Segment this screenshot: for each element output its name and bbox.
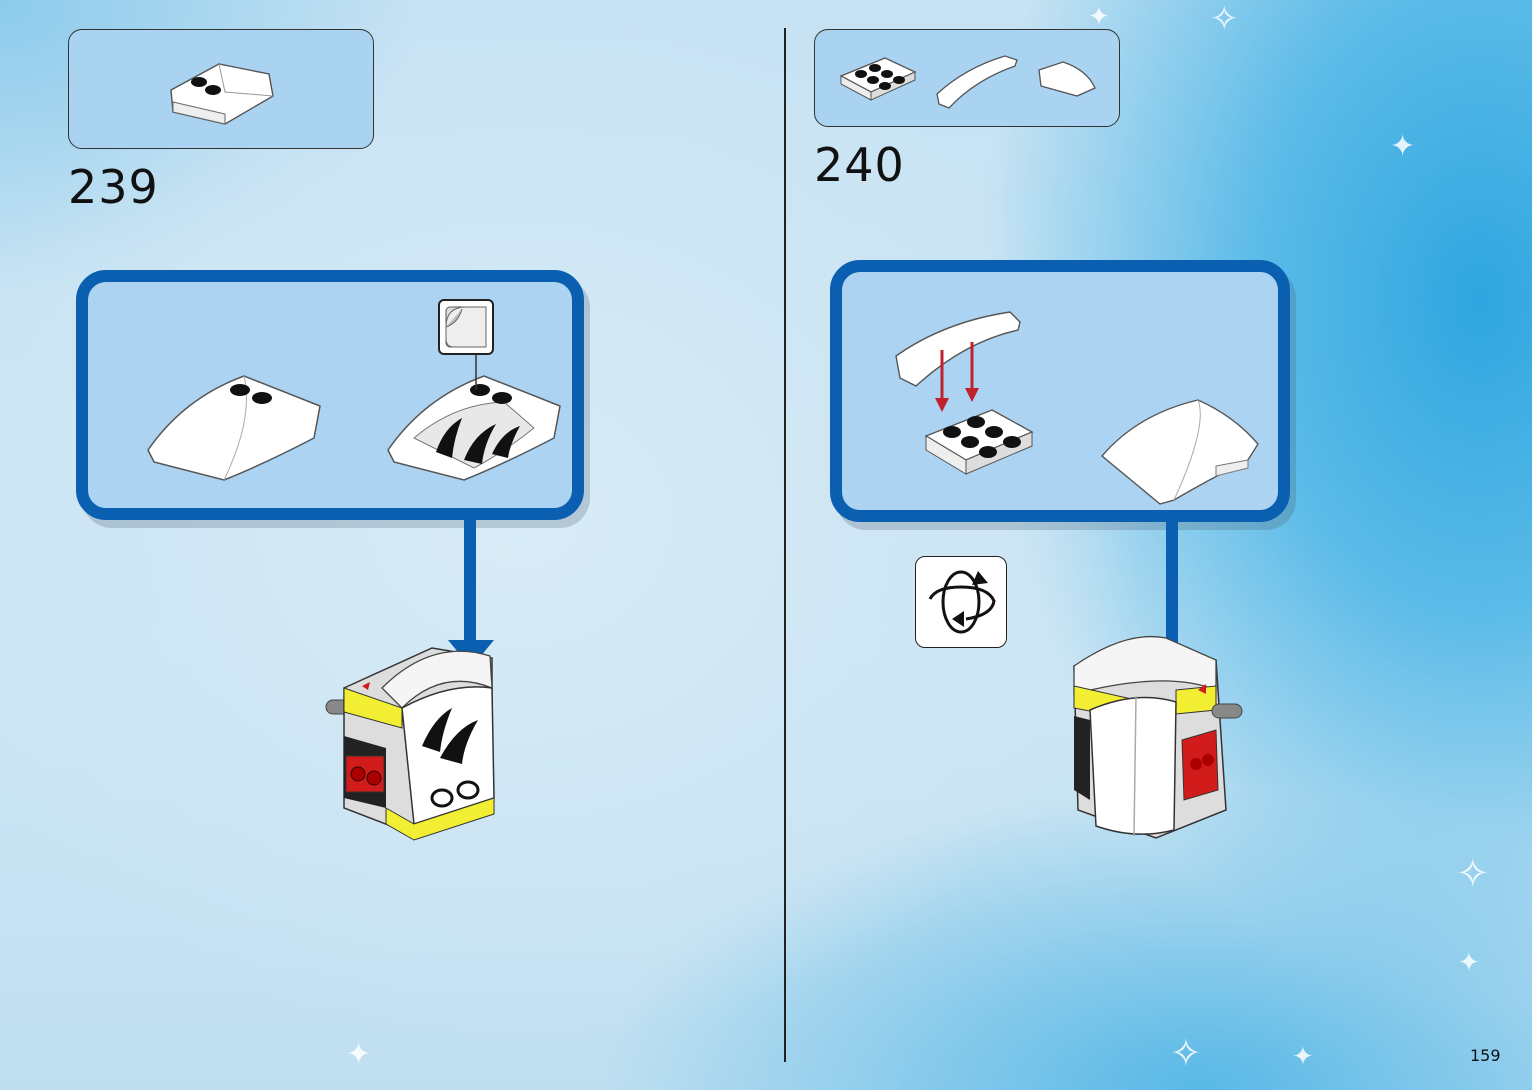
rotate-model-icon [915, 556, 1007, 648]
star-decoration: ✧ [1170, 1034, 1202, 1072]
sub-assembly-frame-239 [76, 270, 584, 520]
step-number-239: 239 [68, 160, 159, 214]
star-decoration: ✦ [1458, 950, 1480, 976]
page-number: 159 [1470, 1046, 1501, 1065]
parts-callout-240 [814, 29, 1120, 127]
star-decoration: ✦ [1390, 132, 1415, 162]
sub-assembly-illustration-240 [842, 272, 1278, 510]
star-decoration: ✦ [1088, 4, 1110, 30]
slope-brick-part [69, 30, 373, 148]
page-divider [784, 28, 786, 1062]
parts-illustration-240 [815, 30, 1119, 126]
sticker-icon [438, 299, 494, 355]
star-decoration: ✧ [1210, 2, 1239, 36]
star-decoration: ✦ [346, 1040, 371, 1070]
step-number-240: 240 [814, 138, 905, 192]
star-decoration: ✧ [1456, 854, 1490, 894]
star-decoration: ✦ [1292, 1044, 1314, 1070]
model-illustration-240 [1066, 630, 1246, 842]
sub-assembly-illustration-239 [88, 282, 572, 508]
sub-assembly-frame-240 [830, 260, 1290, 522]
parts-callout-239 [68, 29, 374, 149]
model-illustration-239 [322, 628, 506, 842]
